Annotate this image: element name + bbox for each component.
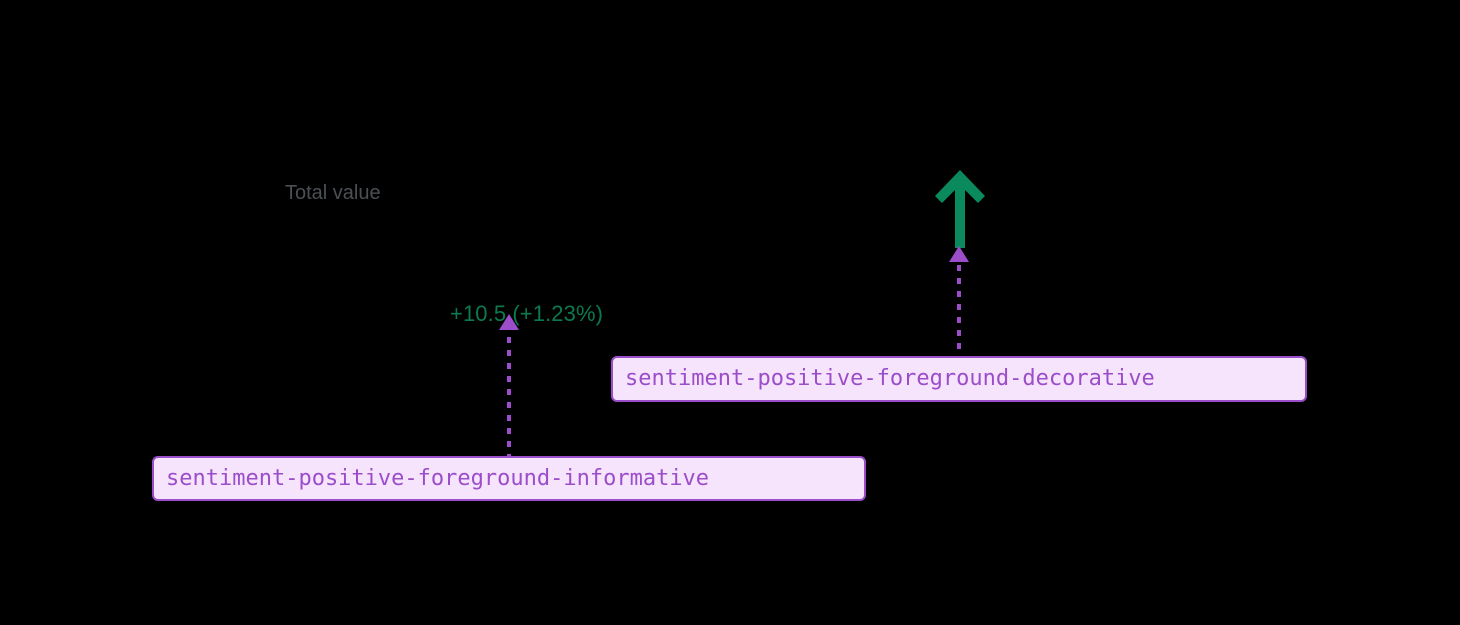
annotation-label: sentiment-positive-foreground-informativ… [166,465,710,491]
annotation-callout-informative[interactable]: sentiment-positive-foreground-informativ… [152,456,866,501]
annotation-callout-decorative[interactable]: sentiment-positive-foreground-decorative [611,356,1307,402]
leader-line-decorative [944,244,974,362]
delta-readout: +10.5 (+1.23%) [450,301,604,326]
arrow-up-icon [932,168,988,250]
total-value-label: Total value [285,182,381,204]
leader-line-informative [494,312,524,460]
annotation-label: sentiment-positive-foreground-decorative [625,366,1155,391]
